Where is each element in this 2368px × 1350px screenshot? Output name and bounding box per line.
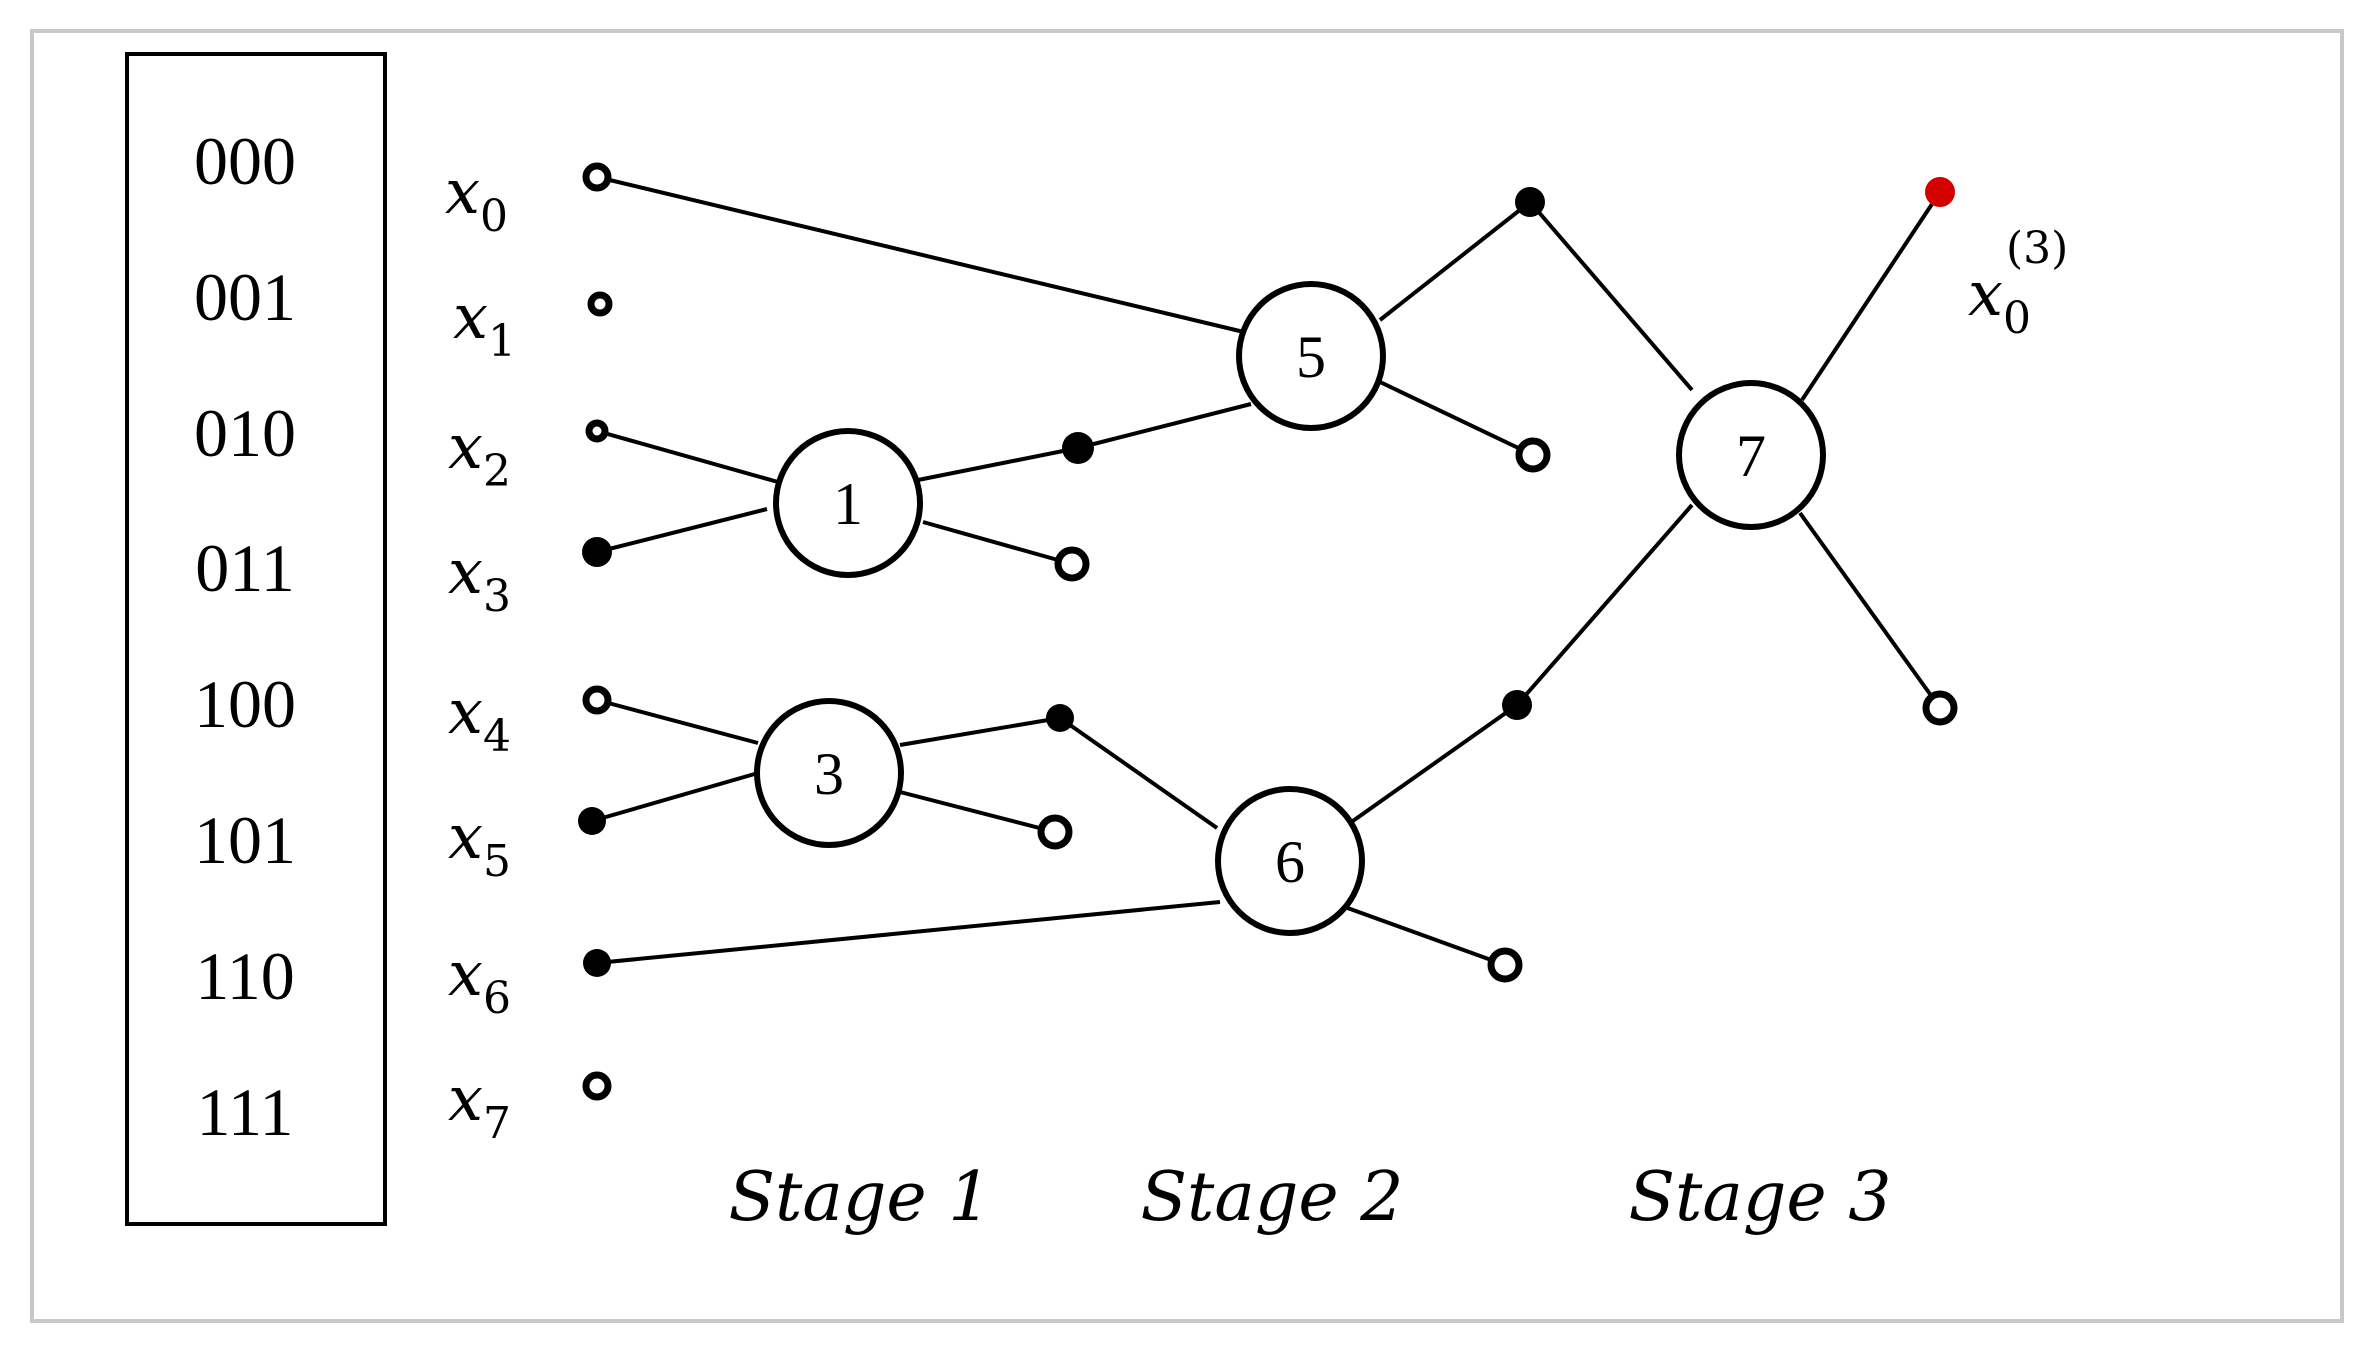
discard-dot-d xyxy=(1515,437,1551,473)
input-dot-x5 xyxy=(578,807,606,835)
input-dot-x2 xyxy=(585,419,609,443)
output-label: x0(3) xyxy=(1968,223,2068,344)
edge-node6-g xyxy=(1348,703,1519,825)
output-dot xyxy=(1925,177,1955,207)
junction-dot-a xyxy=(1062,432,1094,464)
input-label-x2: x2 xyxy=(448,410,511,497)
edge-node3-e xyxy=(899,716,1061,747)
input-dot-x1 xyxy=(587,291,613,317)
edge-node6-h xyxy=(1341,904,1506,967)
node-5-circle xyxy=(1236,281,1386,431)
node-7: 7 xyxy=(1676,380,1826,530)
node-6: 6 xyxy=(1215,786,1365,936)
edge-x3-node1 xyxy=(596,507,768,554)
discard-dot-i xyxy=(1922,690,1958,726)
edge-node1-a xyxy=(917,446,1079,482)
edge-g-node7 xyxy=(1515,503,1694,707)
node-3-circle xyxy=(754,698,904,848)
input-dots xyxy=(578,162,613,1101)
edge-x5-node3 xyxy=(591,771,759,823)
edge-node7-output xyxy=(1800,190,1942,402)
node-3-label: 3 xyxy=(814,741,844,807)
input-label-x0: x0 xyxy=(445,155,508,242)
stage-label-2: Stage 2 xyxy=(1140,1158,1403,1237)
stage-label-3: Stage 3 xyxy=(1628,1158,1891,1237)
discard-dot-f xyxy=(1037,814,1073,850)
node-7-circle xyxy=(1676,380,1826,530)
input-label-x3: x3 xyxy=(448,535,511,622)
edge-x6-node6 xyxy=(596,900,1221,965)
binary-code-5: 101 xyxy=(194,802,296,878)
node-6-circle xyxy=(1215,786,1365,936)
stage-label-1: Stage 1 xyxy=(728,1158,991,1237)
edge-a-node5 xyxy=(1077,402,1252,450)
edge-node1-b xyxy=(922,520,1073,566)
node-5-label: 5 xyxy=(1296,324,1326,390)
binary-code-1: 001 xyxy=(194,259,296,335)
node-7-label: 7 xyxy=(1736,423,1766,489)
edge-e-node6 xyxy=(1058,716,1219,830)
junction-dot-c xyxy=(1515,187,1545,217)
input-label-x6: x6 xyxy=(448,937,511,1024)
input-dot-x4 xyxy=(582,685,612,715)
discard-dot-h xyxy=(1487,947,1523,983)
junction-dot-g xyxy=(1502,690,1532,720)
intermediate-dots xyxy=(1037,177,1958,983)
node-1-circle xyxy=(773,428,923,578)
binary-code-2: 010 xyxy=(194,395,296,471)
input-dot-x3 xyxy=(582,537,612,567)
input-label-x4: x4 xyxy=(448,675,511,762)
node-3: 3 xyxy=(754,698,904,848)
input-label-x7: x7 xyxy=(448,1062,511,1149)
binary-code-4: 100 xyxy=(194,666,296,742)
binary-code-list: 000 001 010 011 100 101 110 111 xyxy=(194,123,296,1150)
binary-code-0: 000 xyxy=(194,123,296,199)
node-5: 5 xyxy=(1236,281,1386,431)
binary-code-box xyxy=(125,52,387,1226)
edge-node3-f xyxy=(899,790,1056,834)
binary-code-6: 110 xyxy=(195,938,294,1014)
edge-c-node7 xyxy=(1528,200,1694,392)
edge-x2-node1 xyxy=(596,429,779,484)
node-1: 1 xyxy=(773,428,923,578)
discard-dot-b xyxy=(1054,546,1090,582)
outer-frame xyxy=(30,29,2344,1323)
node-6-label: 6 xyxy=(1275,829,1305,895)
junction-dot-e xyxy=(1046,704,1074,732)
input-label-x5: x5 xyxy=(448,800,511,887)
binary-code-3: 011 xyxy=(195,530,294,606)
binary-code-7: 111 xyxy=(197,1074,294,1150)
input-dot-x7 xyxy=(582,1071,612,1101)
edge-node5-d xyxy=(1379,380,1534,457)
edge-x4-node3 xyxy=(596,698,759,745)
input-dot-x0 xyxy=(582,162,612,192)
edge-x0-node5 xyxy=(596,175,1249,335)
node-1-label: 1 xyxy=(833,471,863,537)
input-labels: x0 x1 x2 x3 x4 x5 x6 x7 xyxy=(445,155,516,1149)
input-label-x1: x1 xyxy=(453,280,516,367)
edge-node5-c xyxy=(1378,200,1532,322)
stage-labels: Stage 1 Stage 2 Stage 3 xyxy=(728,1158,1891,1237)
edge-node7-i xyxy=(1798,511,1942,710)
edges xyxy=(591,175,1942,967)
input-dot-x6 xyxy=(583,949,611,977)
